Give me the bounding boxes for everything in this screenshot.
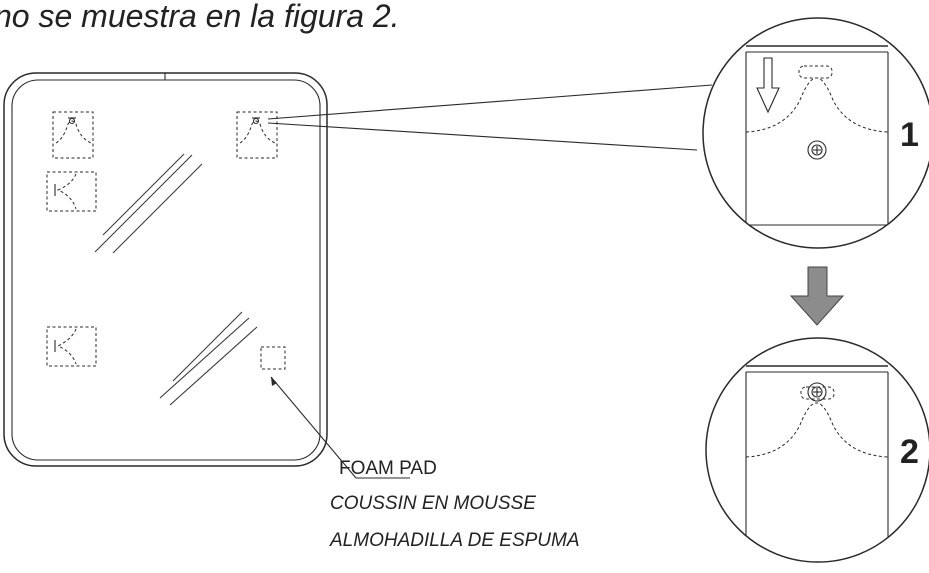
foam-pad-leader	[270, 376, 410, 479]
foam-pad-label-es: ALMOHADILLA DE ESPUMA	[329, 530, 580, 551]
foam-pad-marker	[260, 346, 286, 370]
step-number-2: 2	[900, 433, 919, 471]
hanging-bracket-top-right	[236, 111, 278, 159]
step-number-1: 1	[900, 116, 919, 154]
side-bracket-left-upper	[46, 171, 97, 212]
foam-pad-label-fr: COUSSIN EN MOUSSE	[330, 493, 536, 514]
instruction-heading: no se muestra en la figura 2.	[0, 0, 400, 34]
mirror-frame	[3, 72, 328, 467]
glass-reflection-top	[94, 153, 203, 254]
detail-view-step-2	[705, 337, 929, 563]
glass-reflection-bottom	[159, 311, 258, 406]
step-transition-arrow	[789, 266, 845, 326]
foam-pad-label: FOAM PAD	[339, 458, 437, 479]
magnify-leader-lines	[267, 84, 713, 151]
detail-view-step-1	[702, 17, 929, 249]
side-bracket-left-lower	[46, 326, 97, 367]
hanging-bracket-top-left	[52, 111, 94, 159]
